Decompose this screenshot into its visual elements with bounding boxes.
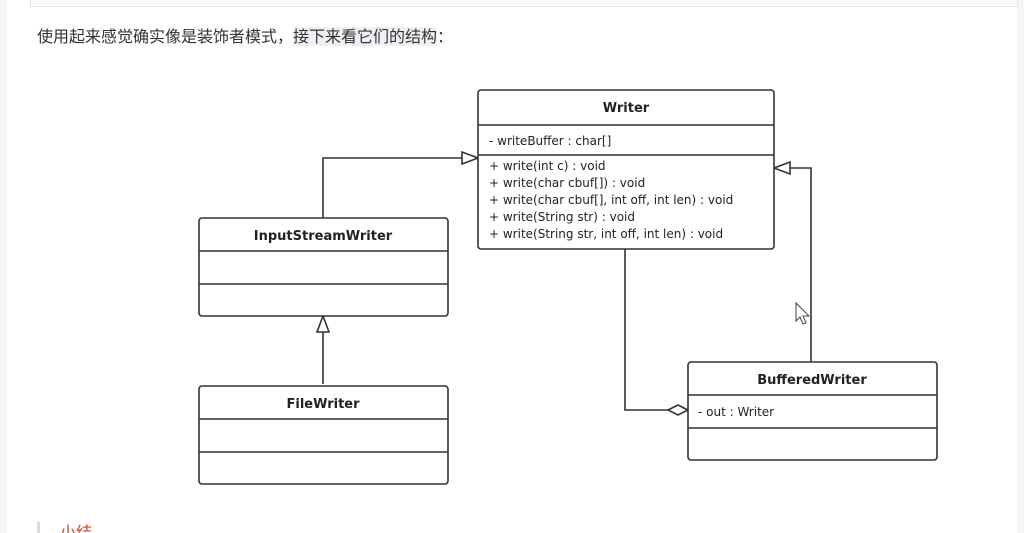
mouse-pointer-icon (795, 301, 811, 325)
bufferedwriter-attribute: - out : Writer (698, 405, 774, 419)
previous-block-edge (30, 0, 1018, 7)
writer-method: + write(char cbuf[]) : void (489, 176, 645, 190)
filewriter-class-name: FileWriter (286, 397, 360, 412)
writer-method: + write(String str, int off, int len) : … (489, 227, 723, 241)
inputstreamwriter-class-name: InputStreamWriter (254, 229, 393, 244)
generalization-arrow-writer-right (771, 160, 791, 176)
summary-heading: 小结 (60, 523, 93, 533)
intro-text: 使用起来感觉确实像是装饰者模式， (37, 27, 294, 46)
inputstreamwriter-to-writer-line (322, 157, 462, 218)
writer-attribute: - writeBuffer : char[] (489, 134, 611, 148)
aggregation-diamond (666, 404, 690, 416)
writer-method: + write(int c) : void (489, 159, 606, 173)
class-bufferedwriter: BufferedWriter - out : Writer (687, 361, 938, 461)
bufferedwriter-class-name: BufferedWriter (757, 373, 867, 388)
intro-highlight: 接下来看它们的结构 (293, 27, 438, 46)
writer-method: + write(char cbuf[], int off, int len) :… (489, 193, 733, 207)
aggregation-line (624, 249, 668, 411)
writer-class-name: Writer (603, 101, 650, 116)
generalization-arrow-writer-left (461, 150, 481, 166)
intro-colon: ： (437, 27, 454, 46)
class-filewriter: FileWriter (198, 385, 449, 485)
intro-paragraph: 使用起来感觉确实像是装饰者模式，接下来看它们的结构： (37, 23, 453, 47)
class-writer: Writer - writeBuffer : char[] + write(in… (477, 89, 775, 250)
generalization-arrow-inputstreamwriter (315, 313, 331, 333)
writer-method: + write(String str) : void (489, 210, 635, 224)
class-inputstreamwriter: InputStreamWriter (198, 217, 449, 317)
blockquote-bar (37, 522, 40, 533)
bufferedwriter-to-writer-line (790, 167, 812, 362)
